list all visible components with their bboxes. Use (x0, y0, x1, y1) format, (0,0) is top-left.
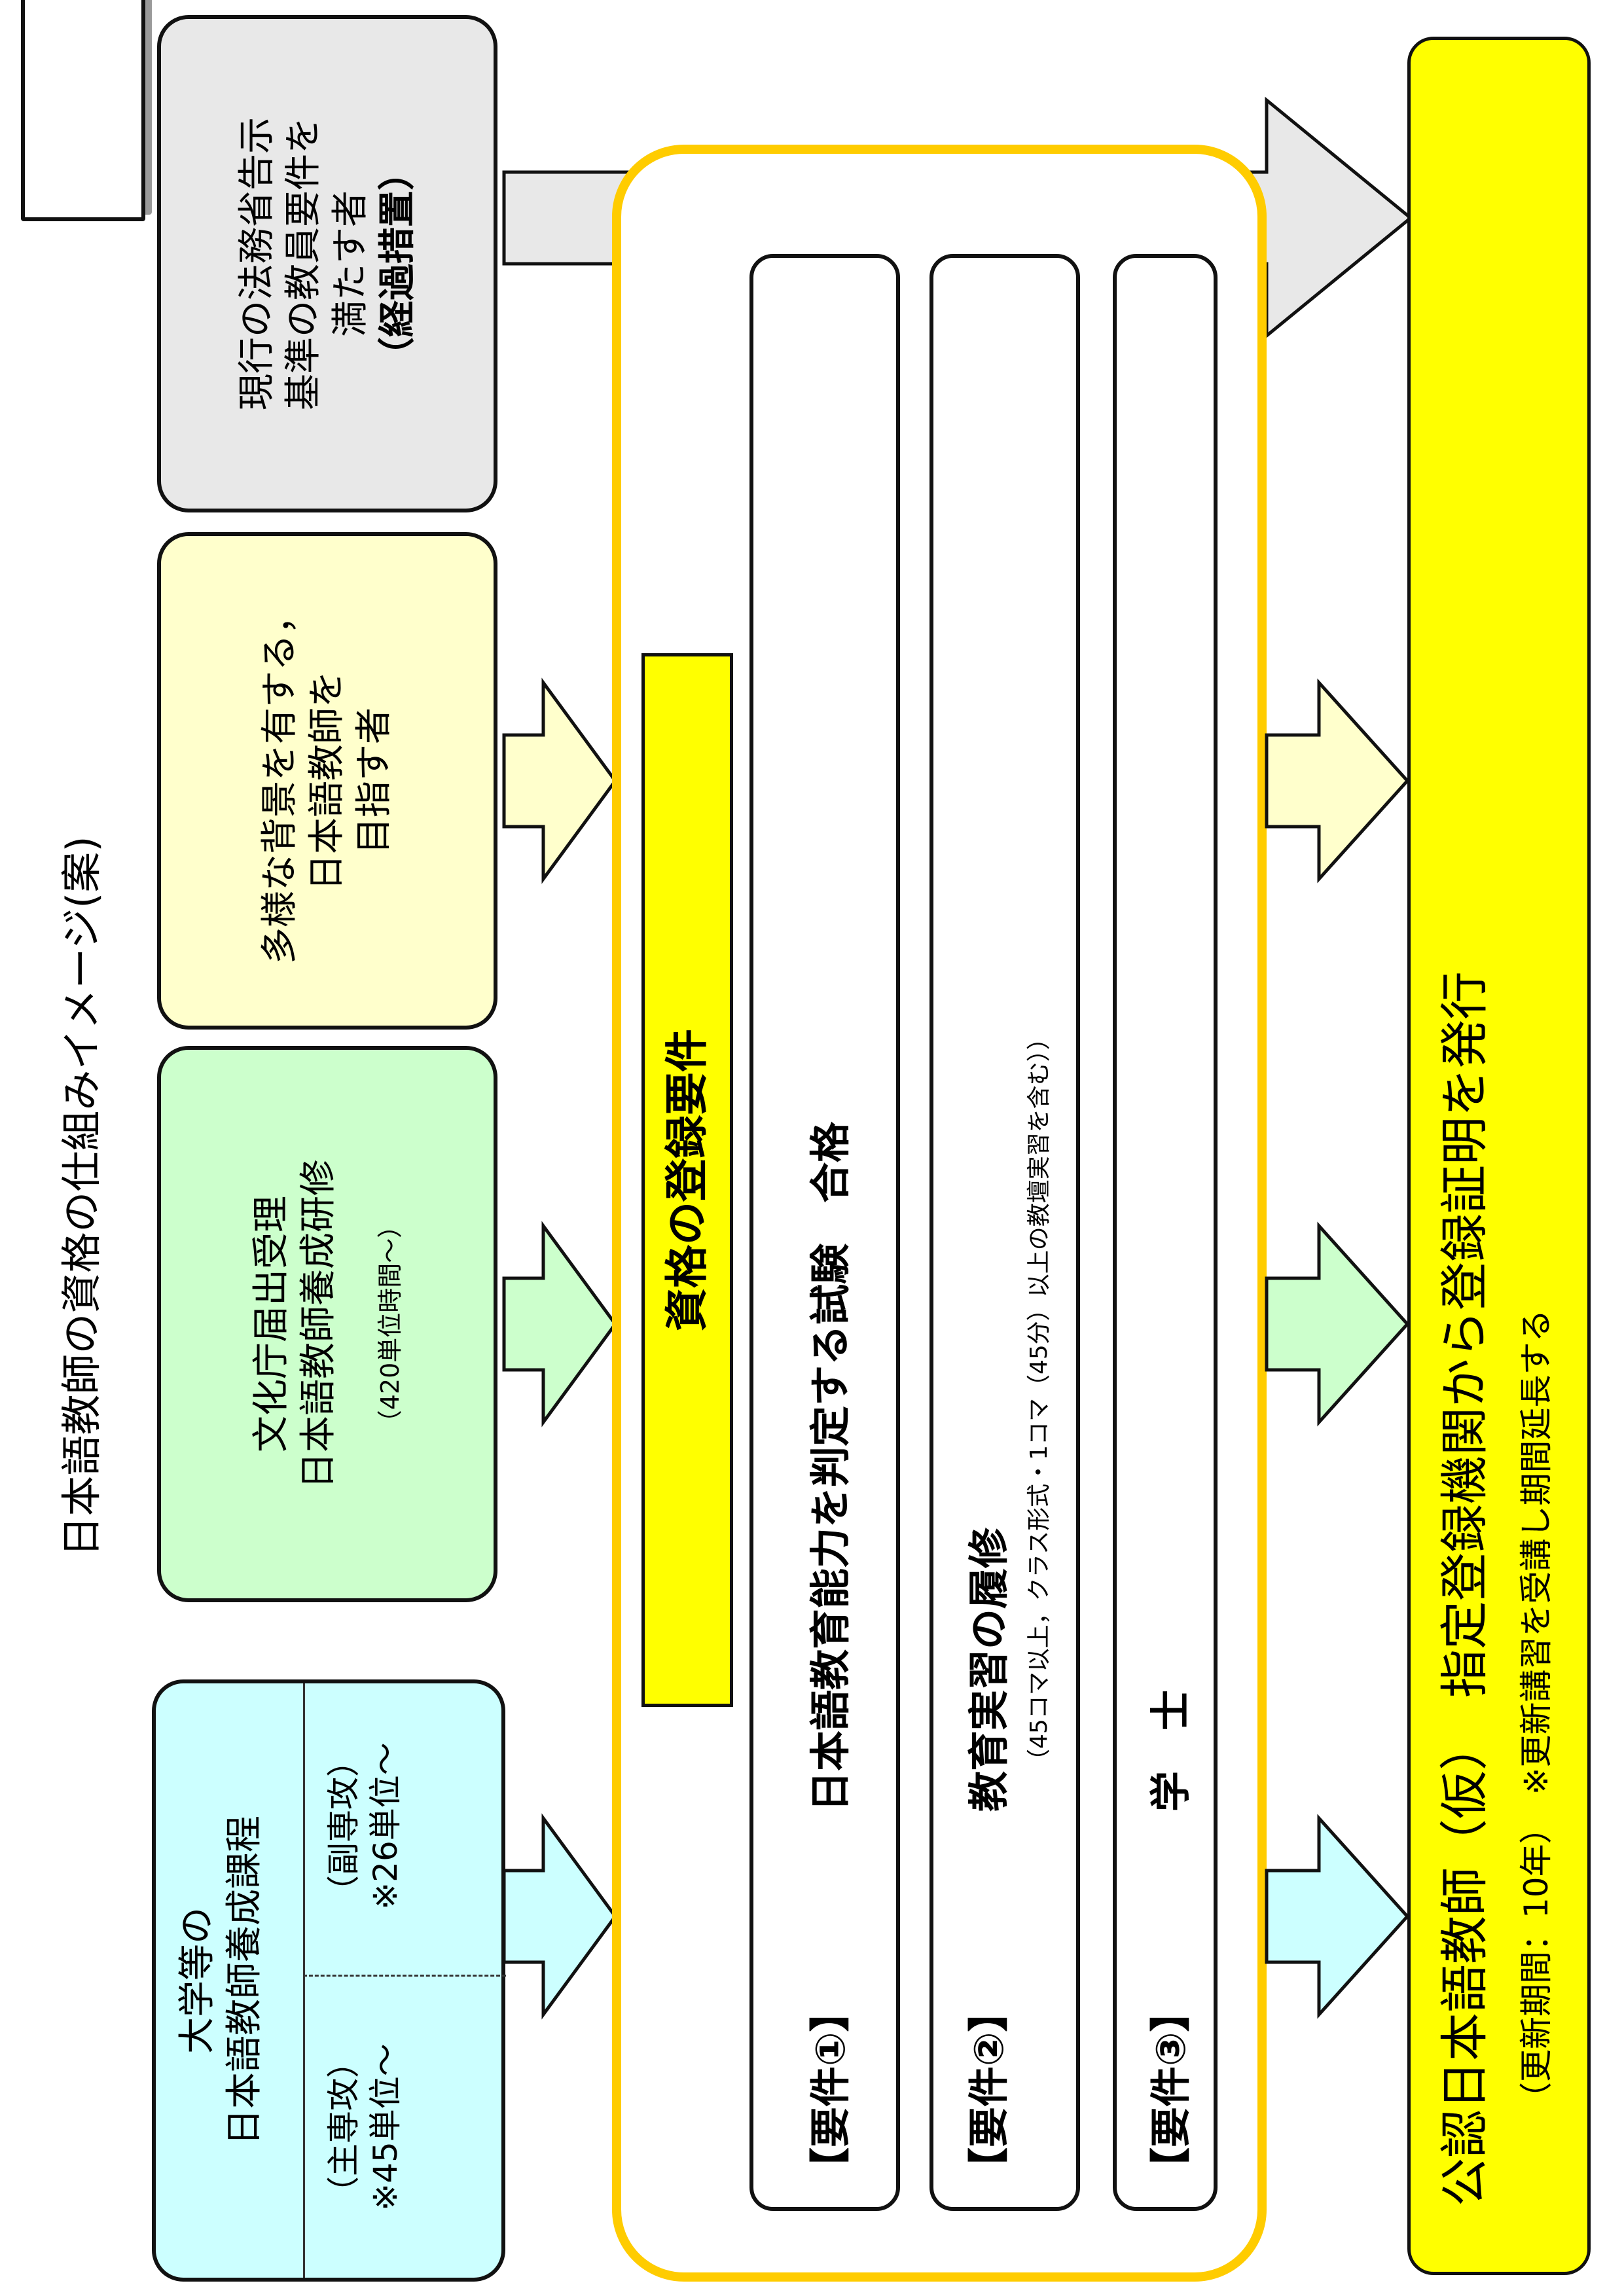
requirement-1-label: 【要件①】 (806, 1991, 854, 2189)
bunka-box: 文化庁届出受理 日本語教師養成研修 （420単位時間～） (157, 1046, 497, 1602)
title-banner (21, 0, 145, 221)
requirement-1-text: 日本語教育能力を判定する試験 合格 (806, 1121, 854, 1812)
university-box: 大学等の 日本語教師養成課程 （主専攻） ※45単位～ （副専攻） ※26単位～ (152, 1679, 506, 2282)
diverse-line1: 多様な背景を有する， (259, 598, 302, 964)
title-banner-inner: 日本語教師の資格の仕組みイメージ(案) (33, 234, 131, 2159)
requirement-2-box (929, 254, 1080, 2211)
arrow-req-to-result-3 (1265, 678, 1410, 884)
university-divider-horizontal (303, 1683, 305, 2278)
university-line1: 大学等の (176, 1907, 219, 2054)
requirement-2-text: 教育実習の履修 (965, 1527, 1013, 1812)
bunka-line2: 日本語教師養成研修 (297, 1159, 340, 1489)
major-units: ※45単位～ (367, 2043, 405, 2211)
current-box: 現行の法務省告示 基準の教員要件を 満たす者 （経過措置） (157, 15, 497, 512)
arrow-bunka-to-requirements (502, 1221, 618, 1427)
diverse-line2: 日本語教師を (306, 671, 349, 891)
current-line4: （経過措置） (376, 154, 419, 374)
result-note: （更新期間：10年） ※更新講習を受講し期間延長する (1517, 1309, 1555, 2115)
current-line3: 満たす者 (329, 190, 372, 337)
minor-units: ※26単位～ (367, 1742, 405, 1910)
requirement-3-text: 学 士 (1147, 1689, 1195, 1812)
diverse-box: 多様な背景を有する， 日本語教師を 目指す者 (157, 532, 497, 1030)
requirement-3-label: 【要件③】 (1147, 1991, 1195, 2189)
bunka-hours: （420単位時間～） (376, 1213, 405, 1435)
result-box: 公認日本語教師（仮） 指定登録機関から登録証明を発行 （更新期間：10年） ※更… (1407, 37, 1591, 2275)
arrow-req-to-result-1 (1265, 1814, 1410, 2019)
current-line2: 基準の教員要件を (282, 117, 325, 410)
requirements-heading: 資格の登録要件 (641, 653, 733, 1707)
requirement-2-note: （45コマ以上，クラス形式・1コマ（45分）以上の教壇実習を含む）） (1026, 1026, 1053, 1772)
current-line1: 現行の法務省告示 (235, 117, 278, 410)
major-label: （主専攻） (325, 2045, 363, 2209)
arrow-req-to-result-2 (1265, 1221, 1410, 1427)
requirement-2-label: 【要件②】 (965, 1991, 1013, 2189)
result-title: 公認日本語教師（仮） 指定登録機関から登録証明を発行 (1437, 971, 1493, 2206)
arrow-university-to-requirements (502, 1813, 618, 2020)
minor-label: （副専攻） (325, 1744, 363, 1908)
bunka-line1: 文化庁届出受理 (250, 1196, 293, 1452)
diverse-line3: 目指す者 (352, 708, 395, 854)
arrow-diverse-to-requirements (502, 677, 618, 884)
university-line2: 日本語教師養成課程 (223, 1816, 266, 2145)
requirement-3-box (1113, 254, 1218, 2211)
page-title: 日本語教師の資格の仕組みイメージ(案) (58, 836, 106, 1557)
